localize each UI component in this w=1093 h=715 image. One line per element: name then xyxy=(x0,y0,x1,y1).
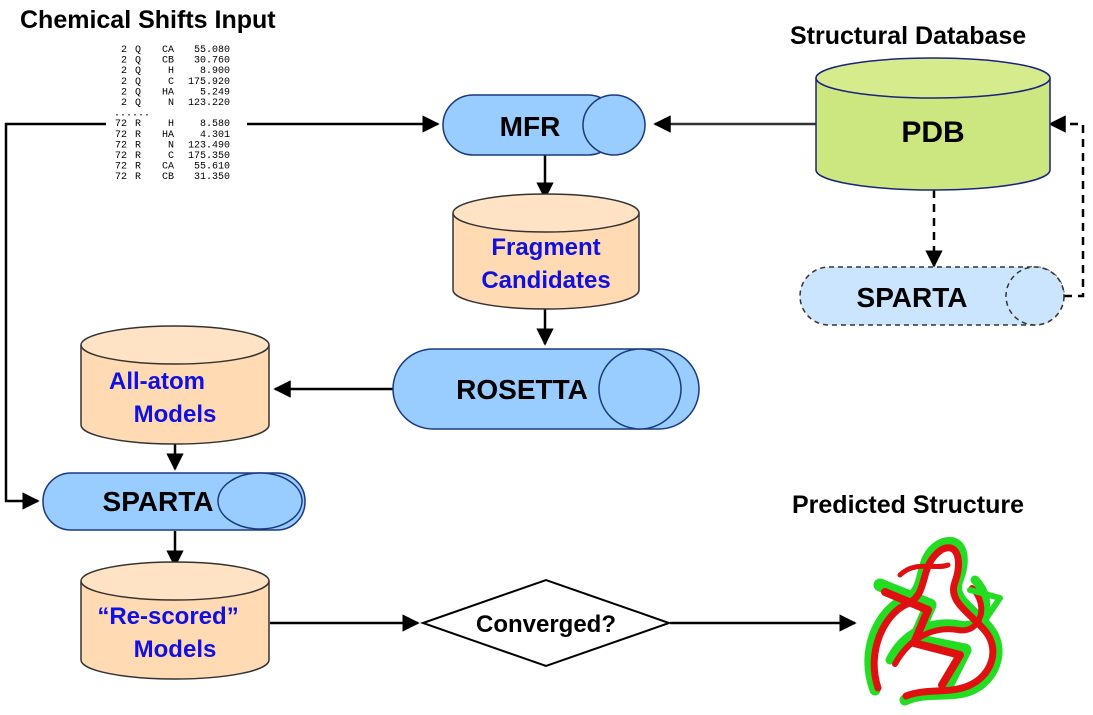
fragment-label-line2: Candidates xyxy=(481,267,610,294)
mfr-label: MFR xyxy=(500,111,561,142)
chemical-shifts-title: Chemical Shifts Input xyxy=(20,6,276,34)
chemical-shift-atom: C xyxy=(168,77,174,88)
rescored-label-line2: Models xyxy=(134,636,217,663)
chemical-shift-atom: C xyxy=(168,151,174,162)
chemical-shift-value: 123.220 xyxy=(188,98,230,109)
rosetta-node: ROSETTA xyxy=(392,348,700,430)
chemical-shift-res: 2 xyxy=(121,45,127,56)
predicted-structure-image xyxy=(864,537,1003,706)
chemical-shift-value: 175.920 xyxy=(188,77,230,88)
chemical-shift-aa: R xyxy=(135,140,141,151)
allatom-models-node: All-atom Models xyxy=(80,325,270,445)
chemical-shift-value: 175.350 xyxy=(188,151,230,162)
chemical-shift-res: 72 xyxy=(115,119,127,130)
arrow-sparta-to-pdb-dashed xyxy=(1048,115,1085,298)
fragment-label-line1: Fragment xyxy=(491,234,600,261)
chemical-shift-value: 8.900 xyxy=(200,66,230,77)
chemical-shift-atom: CB xyxy=(162,56,174,67)
allatom-label-line1: All-atom xyxy=(109,368,205,395)
chemical-shift-value: 55.610 xyxy=(194,162,230,173)
chemical-shift-res: 2 xyxy=(121,77,127,88)
chemical-shift-aa: R xyxy=(135,119,141,130)
pdb-database-node: PDB xyxy=(815,57,1051,191)
chemical-shift-res: 72 xyxy=(115,162,127,173)
chemical-shift-value: 8.580 xyxy=(200,119,230,130)
chemical-shift-aa: R xyxy=(135,172,141,183)
chemical-shift-value: 4.301 xyxy=(200,130,230,141)
sparta-db-label: SPARTA xyxy=(857,282,968,313)
structural-database-title: Structural Database xyxy=(790,22,1026,50)
converged-decision: Converged? xyxy=(419,578,673,668)
chemical-shift-atom: CB xyxy=(162,172,174,183)
chemical-shift-atom: N xyxy=(168,98,174,109)
converged-label: Converged? xyxy=(476,611,616,638)
fragment-candidates-node: Fragment Candidates xyxy=(452,193,640,310)
chemical-shift-aa: R xyxy=(135,151,141,162)
rescored-models-node: “Re-scored” Models xyxy=(80,561,270,680)
sparta-db-node: SPARTA xyxy=(799,266,1065,326)
chemical-shift-res: 2 xyxy=(121,66,127,77)
chemical-shift-aa: R xyxy=(135,130,141,141)
predicted-structure-title: Predicted Structure xyxy=(792,491,1024,519)
chemical-shift-res: 2 xyxy=(121,56,127,67)
chemical-shift-atom: H xyxy=(168,66,174,77)
mfr-node: MFR xyxy=(442,94,646,156)
sparta-node: SPARTA xyxy=(42,472,306,531)
chemical-shift-ellipsis: ...... xyxy=(114,109,150,120)
chemical-shift-value: 55.080 xyxy=(194,45,230,56)
rosetta-label: ROSETTA xyxy=(456,374,588,405)
chemical-shift-atom: HA xyxy=(162,130,174,141)
chemical-shift-value: 30.760 xyxy=(194,56,230,67)
chemical-shift-aa: R xyxy=(135,162,141,173)
chemical-shift-aa: Q xyxy=(135,56,141,67)
chemical-shift-aa: Q xyxy=(135,77,141,88)
chemical-shift-res: 2 xyxy=(121,87,127,98)
chemical-shift-res: 2 xyxy=(121,98,127,109)
chemical-shift-atom: H xyxy=(168,119,174,130)
chemical-shift-atom: HA xyxy=(162,87,174,98)
chemical-shift-res: 72 xyxy=(115,151,127,162)
chemical-shift-res: 72 xyxy=(115,140,127,151)
chemical-shift-aa: Q xyxy=(135,87,141,98)
sparta-label: SPARTA xyxy=(103,486,214,517)
chemical-shift-atom: N xyxy=(168,140,174,151)
chemical-shift-value: 5.249 xyxy=(200,87,230,98)
chemical-shift-aa: Q xyxy=(135,98,141,109)
chemical-shift-atom: CA xyxy=(162,162,174,173)
chemical-shift-value: 31.350 xyxy=(194,172,230,183)
pdb-label: PDB xyxy=(901,116,964,149)
chemical-shift-res: 72 xyxy=(115,172,127,183)
chemical-shift-res: 72 xyxy=(115,130,127,141)
rescored-label-line1: “Re-scored” xyxy=(97,603,238,630)
chemical-shift-aa: Q xyxy=(135,66,141,77)
arrow-input-to-sparta xyxy=(4,122,106,510)
chemical-shift-aa: Q xyxy=(135,45,141,56)
chemical-shift-atom: CA xyxy=(162,45,174,56)
allatom-label-line2: Models xyxy=(134,401,217,428)
chemical-shift-value: 123.490 xyxy=(188,140,230,151)
